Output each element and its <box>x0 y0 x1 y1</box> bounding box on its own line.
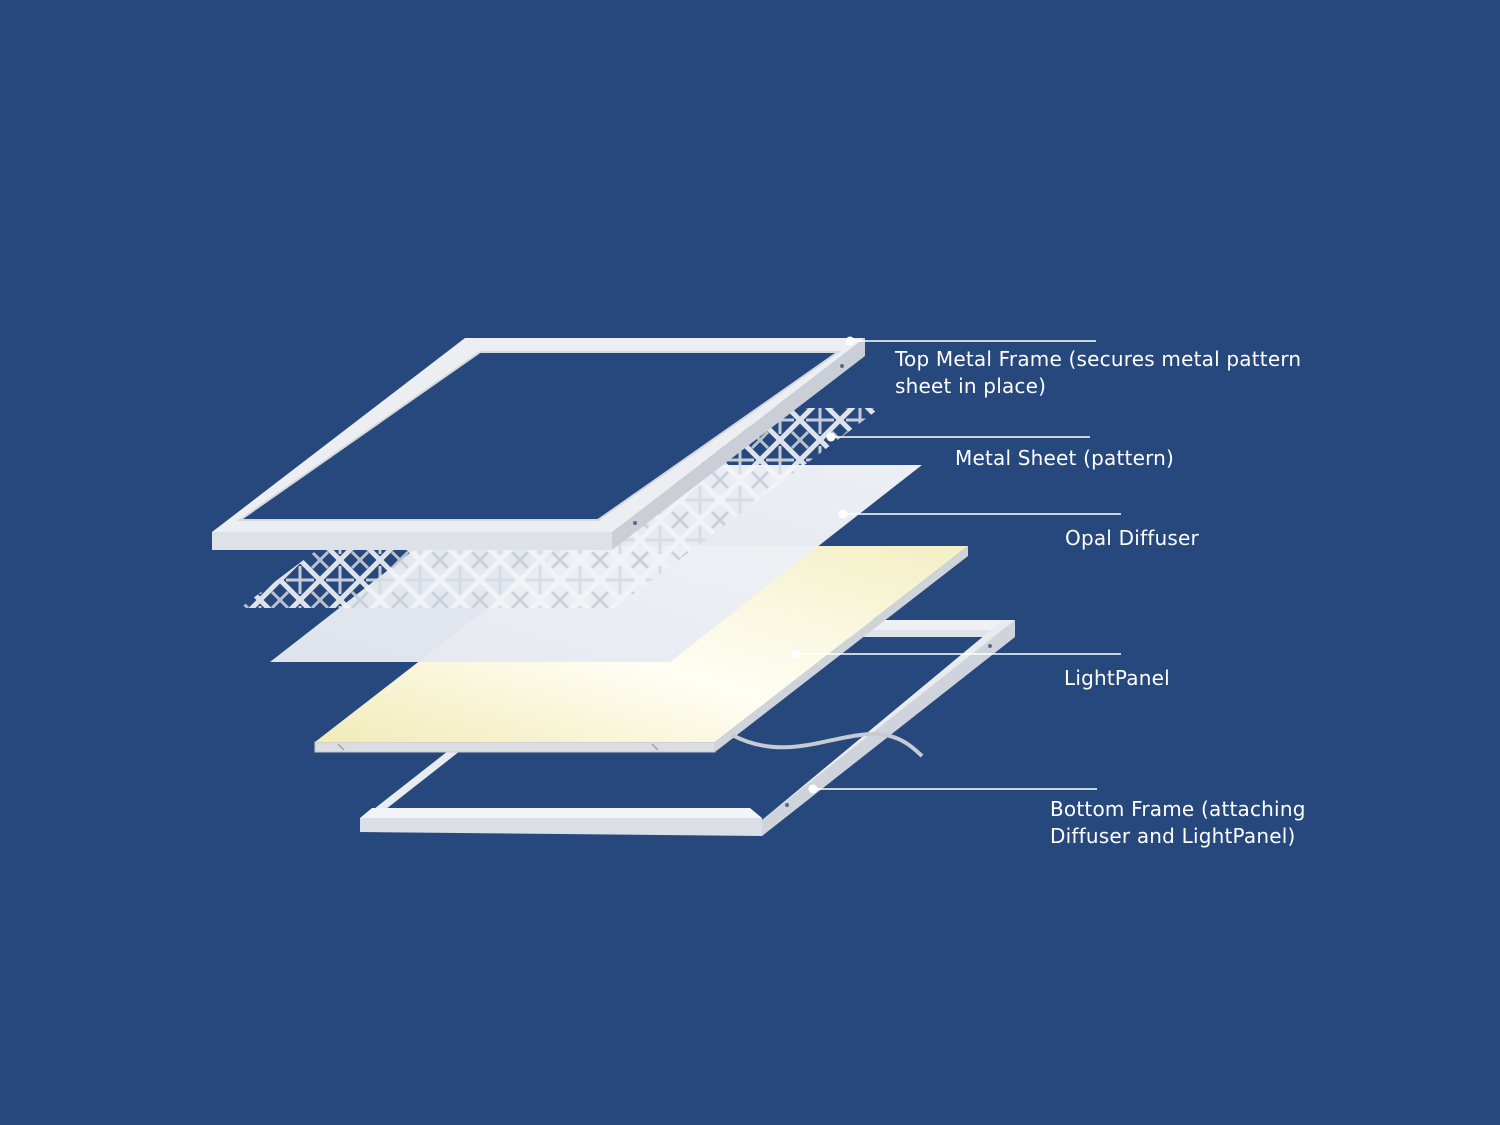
label-top-metal-frame-line1: Top Metal Frame (secures metal pattern <box>895 347 1302 371</box>
label-opal-diffuser: Opal Diffuser <box>1065 526 1199 550</box>
label-light-panel: LightPanel <box>1064 666 1170 690</box>
cable <box>731 732 924 758</box>
label-bottom-frame-line1: Bottom Frame (attaching <box>1050 797 1306 821</box>
label-metal-sheet: Metal Sheet (pattern) <box>955 446 1175 470</box>
label-bottom-frame-line2: Diffuser and LightPanel) <box>1050 824 1296 848</box>
leader-lines <box>796 340 1121 790</box>
leader-dots <box>791 336 855 794</box>
label-top-metal-frame: Top Metal Frame (secures metal pattern s… <box>895 346 1301 400</box>
top-metal-frame <box>212 338 865 550</box>
label-bottom-frame: Bottom Frame (attaching Diffuser and Lig… <box>1050 796 1306 850</box>
label-top-metal-frame-line2: sheet in place) <box>895 374 1047 398</box>
